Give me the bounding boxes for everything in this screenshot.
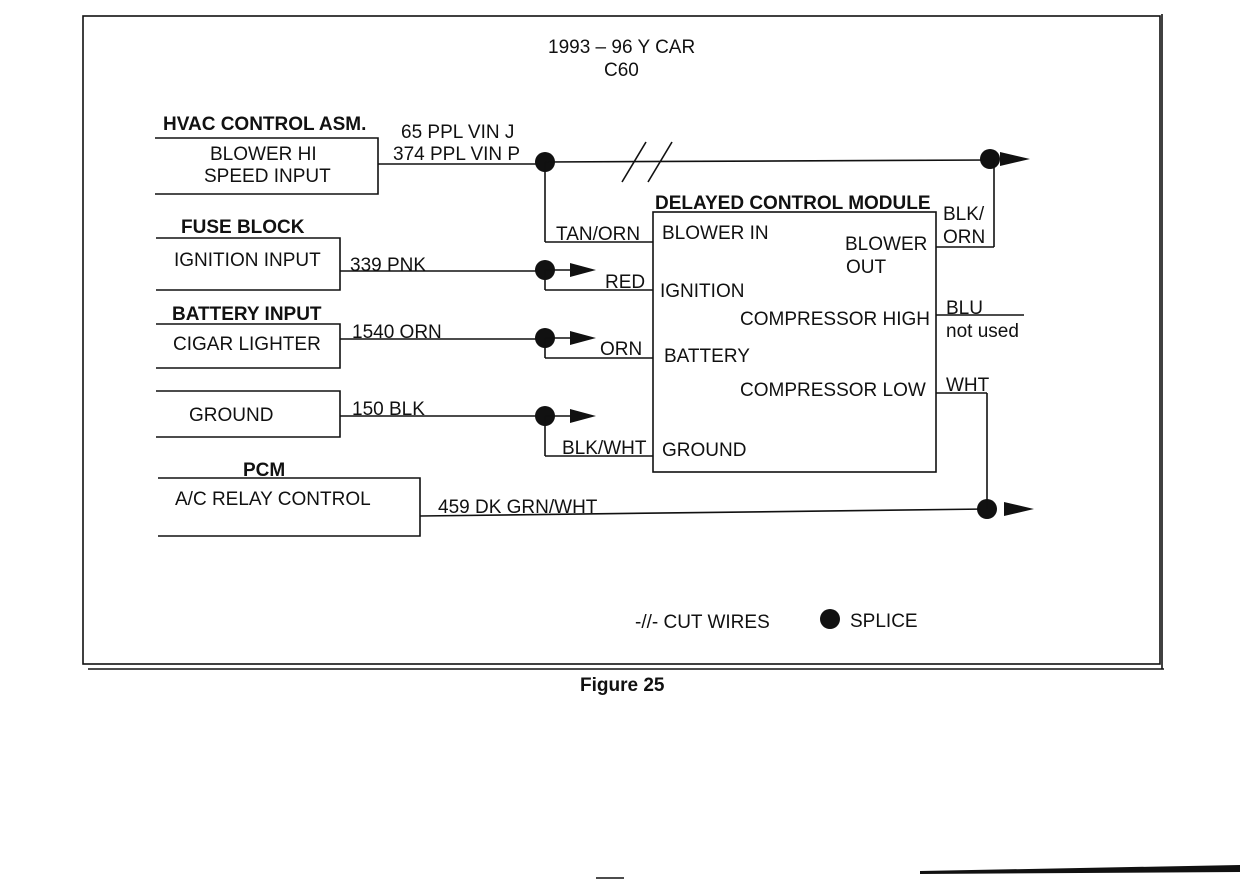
module-box: [652, 211, 937, 473]
diagram-subtitle: C60: [604, 60, 639, 81]
wire-label-tan-orn: TAN/ORN: [556, 224, 640, 245]
fuse-box: [156, 237, 341, 291]
hvac-line2: SPEED INPUT: [204, 166, 331, 187]
fuse-line1: IGNITION INPUT: [174, 250, 321, 271]
pcm-box: [158, 477, 421, 537]
wire-label-dk-grn-wht: 459 DK GRN/WHT: [438, 497, 598, 518]
legend-splice-icon: [820, 609, 840, 629]
diagram-frame: [82, 15, 1161, 665]
wire-label-red: RED: [605, 272, 645, 293]
battery-line1: CIGAR LIGHTER: [173, 334, 321, 355]
cut-mark: [647, 141, 673, 183]
hvac-line1: BLOWER HI: [210, 144, 317, 165]
arrow-right-icon: [570, 263, 596, 277]
wire-label-blu: BLU: [946, 298, 983, 319]
splice-dot: [980, 149, 1000, 169]
wire-label-1540-orn: 1540 ORN: [352, 322, 442, 343]
wire-label-blk-wht: BLK/WHT: [562, 438, 647, 459]
pin-ignition: IGNITION: [660, 281, 744, 302]
arrow-right-icon: [1000, 152, 1030, 166]
pcm-heading: PCM: [243, 460, 285, 481]
figure-caption: Figure 25: [580, 675, 665, 696]
arrow-right-icon: [570, 409, 596, 423]
fuse-heading: FUSE BLOCK: [181, 217, 305, 238]
diagram-title: 1993 – 96 Y CAR: [548, 37, 695, 58]
legend-cut-wires: -//- CUT WIRES: [635, 612, 770, 633]
wire-label-pnk: 339 PNK: [350, 255, 426, 276]
module-title: DELAYED CONTROL MODULE: [655, 193, 931, 214]
arrow-right-icon: [570, 331, 596, 345]
wire-label-blk-orn-2: ORN: [943, 227, 985, 248]
cut-mark: [621, 141, 647, 183]
wire-label-orn: ORN: [600, 339, 642, 360]
arrow-right-icon: [1004, 502, 1034, 516]
scan-edge-mark: [920, 865, 1240, 874]
pin-ground: GROUND: [662, 440, 746, 461]
ground-line1: GROUND: [189, 405, 273, 426]
wire-label-blk-orn-1: BLK/: [943, 204, 985, 225]
pin-blower-out-2: OUT: [846, 257, 887, 278]
hvac-heading: HVAC CONTROL ASM.: [163, 114, 366, 135]
ground-box: [156, 390, 341, 438]
battery-heading: BATTERY INPUT: [172, 304, 322, 325]
wire-label-vin-j: 65 PPL VIN J: [401, 122, 514, 143]
pin-blower-out-1: BLOWER: [845, 234, 927, 255]
battery-box: [156, 323, 341, 369]
wire-label-vin-p: 374 PPL VIN P: [393, 144, 520, 165]
pin-blower-in: BLOWER IN: [662, 223, 769, 244]
hvac-box: [155, 137, 379, 195]
pin-compressor-high: COMPRESSOR HIGH: [740, 309, 930, 330]
pcm-line1: A/C RELAY CONTROL: [175, 489, 371, 510]
wire-dk-grn-wht: [419, 508, 988, 517]
wire-label-150-blk: 150 BLK: [352, 399, 425, 420]
wire-label-wht: WHT: [946, 375, 990, 396]
pin-battery: BATTERY: [664, 346, 750, 367]
legend-splice: SPLICE: [850, 611, 918, 632]
wire-note-not-used: not used: [946, 321, 1019, 342]
wire-through-cut: [544, 159, 991, 163]
pin-compressor-low: COMPRESSOR LOW: [740, 380, 926, 401]
